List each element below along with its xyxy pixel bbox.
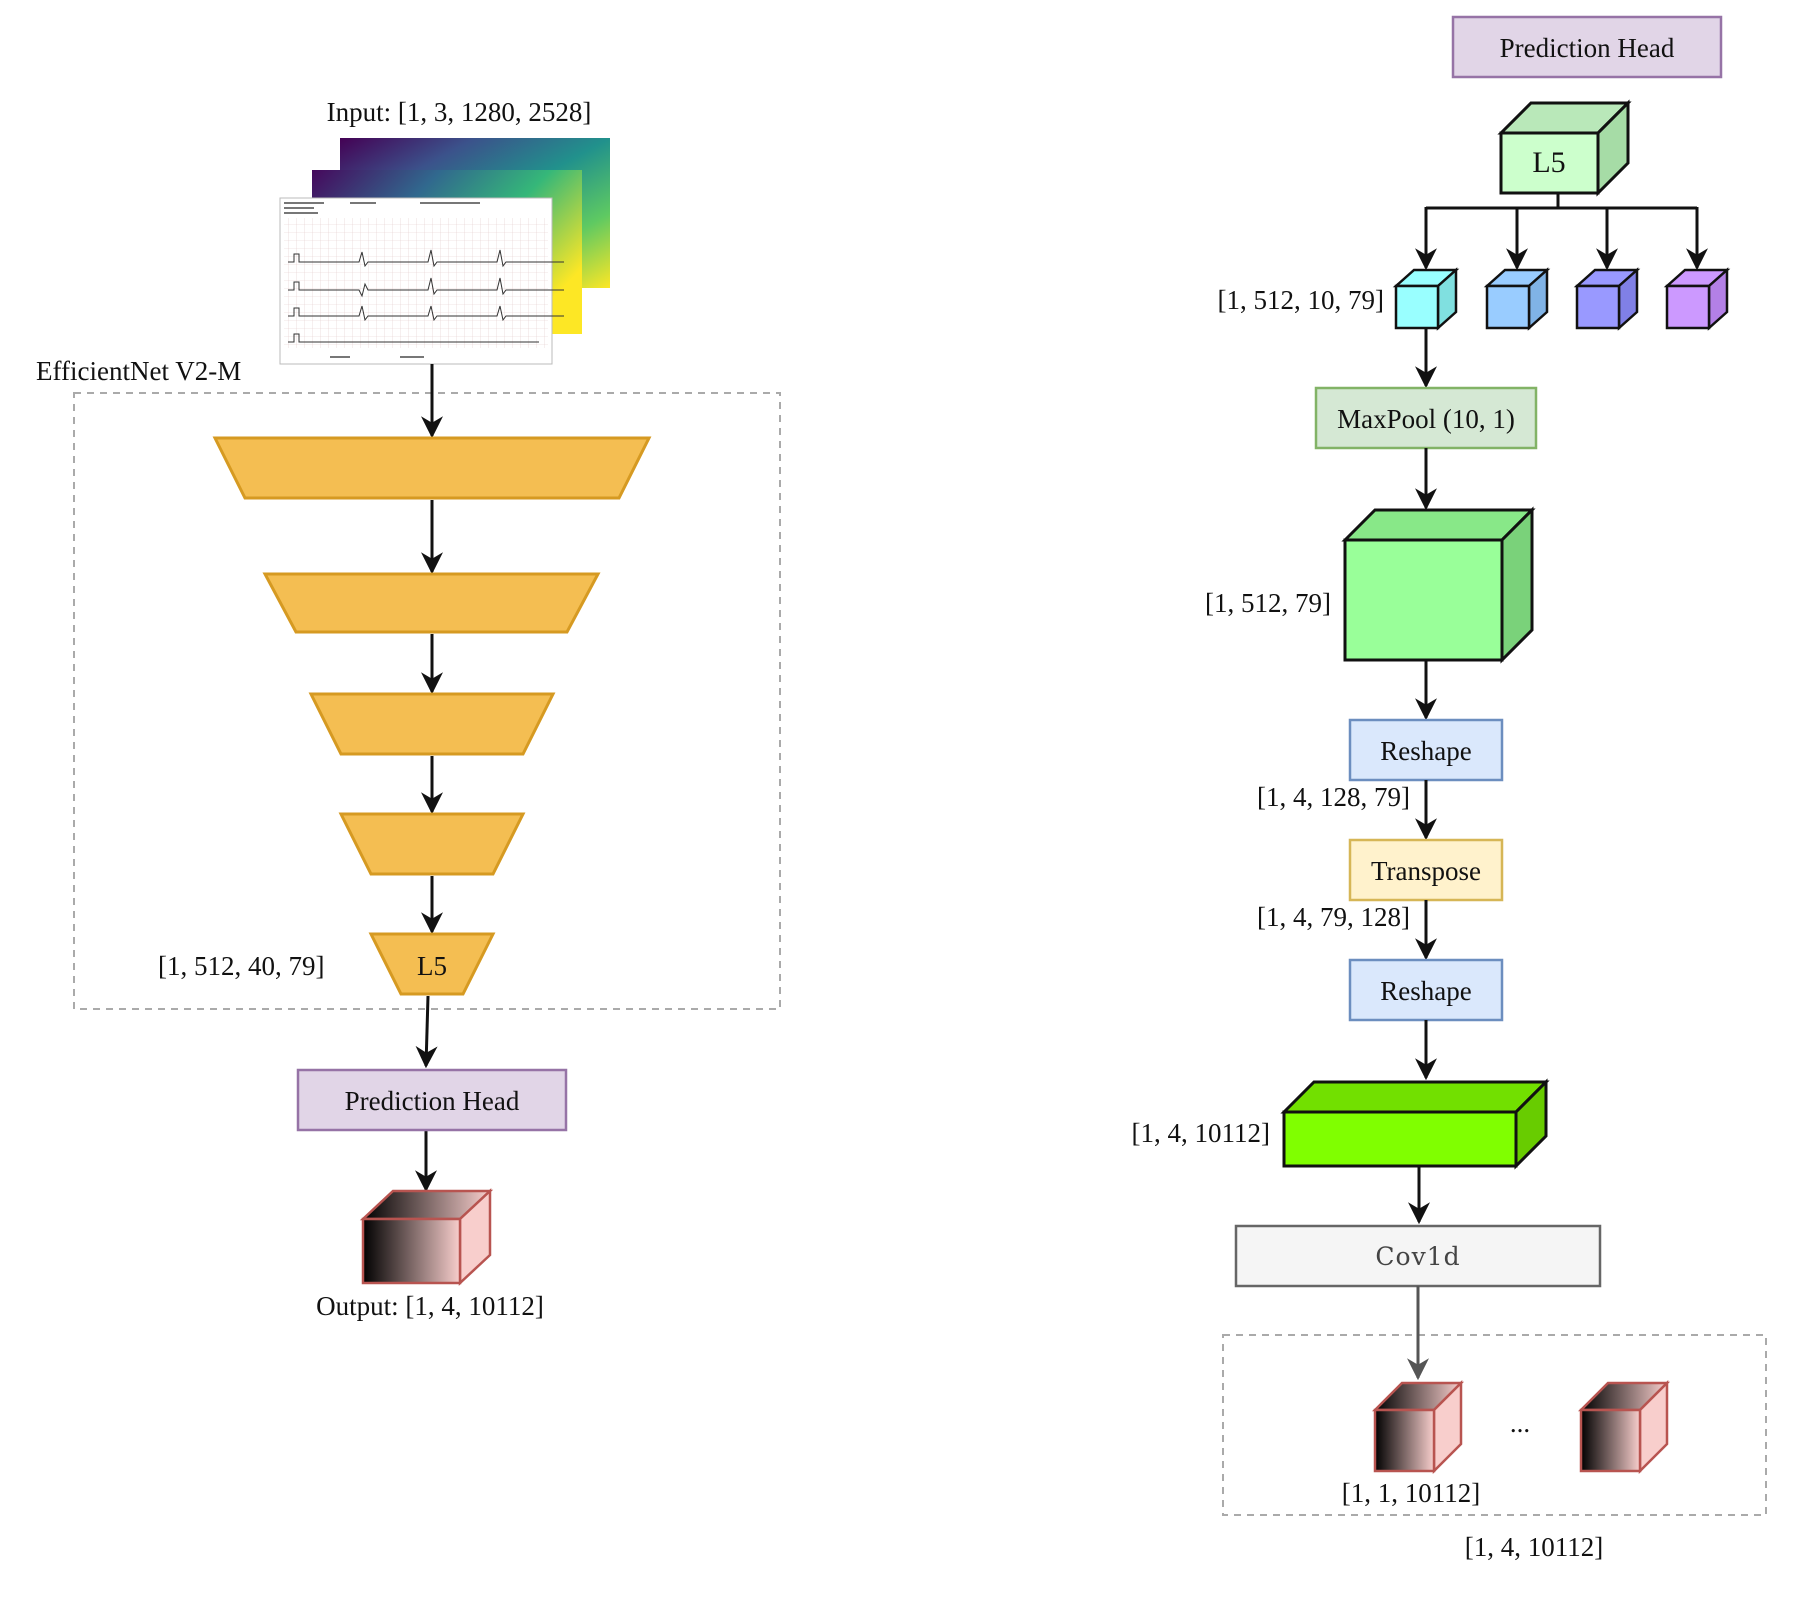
- reshaped-shape-label: [1, 4, 10112]: [1132, 1118, 1270, 1148]
- output-label: Output: [1, 4, 10112]: [316, 1291, 544, 1321]
- input-label: Input: [1, 3, 1280, 2528]: [327, 97, 592, 127]
- pooled-feature-cube: [1341, 506, 1536, 664]
- maxpool-box: [1314, 386, 1538, 450]
- transpose-box: [1348, 838, 1504, 902]
- head-title-label: Prediction Head: [1500, 33, 1675, 63]
- backbone-stage-3: [308, 692, 556, 756]
- conv1d-box: [1234, 1224, 1602, 1288]
- l5-stage: [368, 932, 496, 996]
- backbone-stage-2: [262, 572, 601, 634]
- backbone-stage-1: [212, 436, 652, 500]
- split-arrows: [1415, 193, 1708, 271]
- maxpool-label: MaxPool (10, 1): [1337, 404, 1515, 434]
- final-shape-label: [1, 4, 10112]: [1465, 1532, 1603, 1562]
- l5-shape-label: [1, 512, 40, 79]: [158, 951, 324, 981]
- split-shape-label: [1, 512, 10, 79]: [1218, 285, 1384, 315]
- split-cube-2: [1483, 267, 1551, 331]
- output-channel-cube-last: [1577, 1379, 1671, 1475]
- input-image-stack: [279, 138, 610, 365]
- l5-stage-label: L5: [417, 951, 447, 981]
- head-title-box: [1451, 15, 1723, 79]
- reshape-label-2: Reshape: [1380, 976, 1471, 1006]
- ellipsis: ...: [1510, 1408, 1530, 1438]
- reshape1-shape-label: [1, 4, 128, 79]: [1257, 782, 1410, 812]
- output-cube: [359, 1188, 494, 1286]
- reshape-box-1: [1348, 718, 1504, 782]
- split-cube-3: [1573, 267, 1641, 331]
- backbone-stage-4: [338, 812, 526, 876]
- channel-shape-label: [1, 1, 10112]: [1342, 1478, 1480, 1508]
- transpose-shape-label: [1, 4, 79, 128]: [1257, 902, 1410, 932]
- split-cube-1: [1392, 267, 1460, 331]
- ecg-image: [279, 197, 564, 365]
- reshaped-feature-cube: [1280, 1078, 1550, 1170]
- split-cube-4: [1663, 267, 1731, 331]
- l5-cube-label: L5: [1532, 146, 1565, 179]
- backbone-label: EfficientNet V2-M: [36, 356, 241, 386]
- conv1d-label: Cov1d: [1375, 1242, 1460, 1271]
- l5-feature-cube: [1497, 99, 1632, 197]
- prediction-head-label: Prediction Head: [345, 1086, 520, 1116]
- transpose-label: Transpose: [1371, 856, 1481, 886]
- arrow-l5-to-head: [415, 995, 438, 1069]
- output-channel-cube-first: [1371, 1379, 1465, 1475]
- prediction-head-box: [296, 1068, 568, 1132]
- backbone-container: [73, 392, 781, 1010]
- pooled-shape-label: [1, 512, 79]: [1205, 588, 1331, 618]
- reshape-label-1: Reshape: [1380, 736, 1471, 766]
- output-channels-container: [1222, 1334, 1767, 1516]
